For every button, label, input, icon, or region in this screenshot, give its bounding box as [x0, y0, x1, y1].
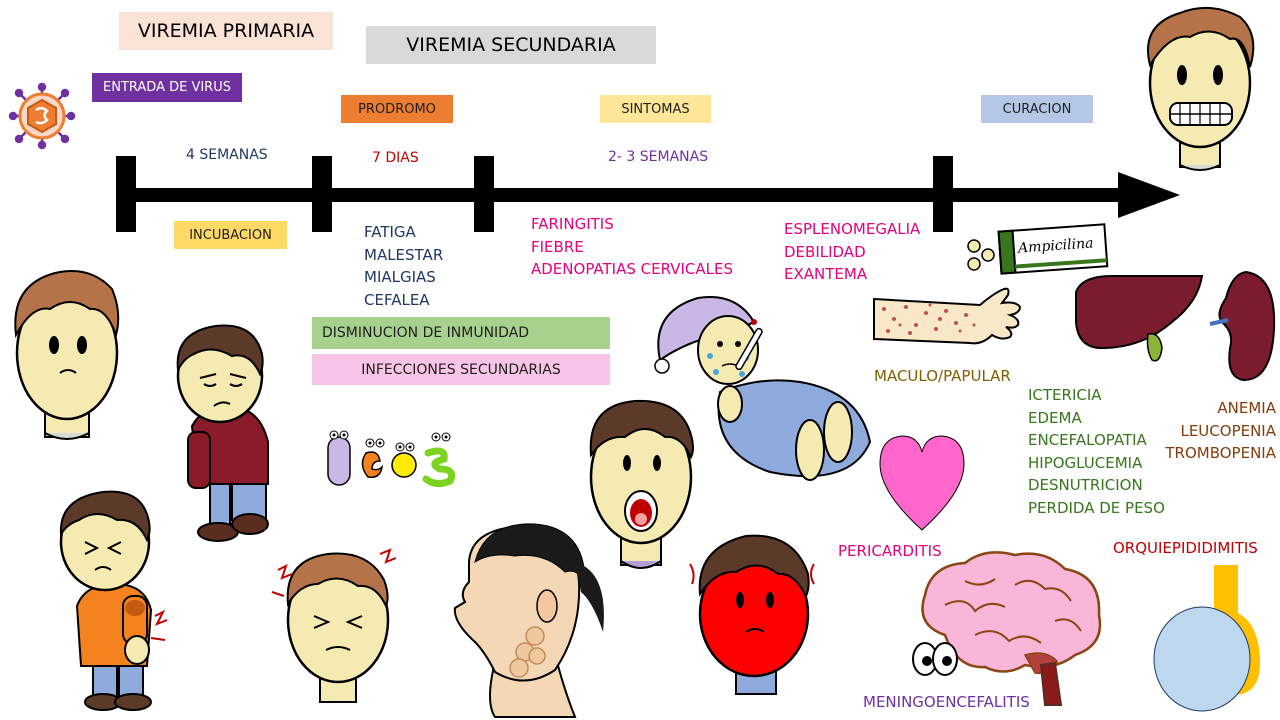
timeline-tick-prodromo-end — [474, 156, 494, 232]
complication-item: DESNUTRICION — [1028, 476, 1143, 494]
muscle-pain-person-illustration — [59, 490, 168, 711]
viremia-secundaria-text: VIREMIA SECUNDARIA — [406, 34, 616, 56]
incubacion-label: INCUBACION — [174, 221, 287, 249]
symptom-item: FATIGA — [364, 223, 416, 241]
viremia-secundaria-label: VIREMIA SECUNDARIA — [366, 26, 656, 64]
maculo-papular-label: MACULO/PAPULAR — [874, 367, 1011, 385]
infecciones-text: INFECCIONES SECUNDARIAS — [361, 361, 561, 378]
testicle-illustration — [1153, 565, 1260, 712]
symptom-item: ESPLENOMEGALIA — [784, 220, 921, 238]
incubacion-duration: 4 SEMANAS — [186, 147, 268, 163]
timeline-tick-start — [116, 156, 136, 232]
infecciones-secundarias-label: INFECCIONES SECUNDARIAS — [312, 354, 610, 385]
fever-person-illustration — [654, 296, 872, 481]
hepatic-complications-list: ICTERICIA EDEMA ENCEFALOPATIA HIPOGLUCEM… — [1028, 384, 1165, 519]
brain-illustration — [912, 551, 1102, 706]
symptom-item: CEFALEA — [364, 290, 430, 309]
ampicilina-medicine-icon — [967, 223, 1109, 275]
symptom-item: MIALGIAS — [364, 268, 436, 286]
complication-item: PERDIDA DE PESO — [1028, 498, 1165, 517]
symptom-item: ADENOPATIAS CERVICALES — [531, 260, 733, 278]
sintomas-duration: 2- 3 SEMANAS — [608, 149, 709, 165]
prodromo-symptom-list: FATIGA MALESTAR MIALGIAS CEFALEA — [364, 221, 443, 311]
sad-person-illustration — [14, 270, 120, 440]
timeline-line — [118, 188, 1128, 202]
headache-person-illustration — [271, 548, 397, 703]
viremia-primaria-text: VIREMIA PRIMARIA — [137, 20, 315, 42]
symptom-item: DEBILIDAD — [784, 242, 866, 261]
symptom-item: FIEBRE — [531, 237, 584, 256]
sintomas-text: SINTOMAS — [621, 101, 690, 117]
complication-item: HIPOGLUCEMIA — [1028, 453, 1143, 472]
virus-icon — [8, 82, 76, 150]
timeline-arrowhead — [1118, 172, 1180, 218]
rash-person-illustration — [689, 534, 815, 695]
prodromo-label: PRODROMO — [341, 95, 453, 123]
liver-illustration — [1075, 275, 1204, 362]
heart-illustration — [879, 435, 965, 531]
curacion-label: CURACION — [981, 95, 1093, 123]
tired-person-illustration — [176, 324, 269, 542]
spleen-illustration — [1209, 270, 1276, 382]
hematologic-complications-list: ANEMIA LEUCOPENIA TROMBOPENIA — [1165, 397, 1276, 465]
entrada-text: ENTRADA DE VIRUS — [103, 80, 231, 95]
timeline-tick-incubacion-end — [312, 156, 332, 232]
sintomas-list-1: FARINGITIS FIEBRE ADENOPATIAS CERVICALES — [531, 213, 733, 281]
complication-item: LEUCOPENIA — [1180, 421, 1276, 440]
viremia-primaria-label: VIREMIA PRIMARIA — [119, 12, 333, 50]
curacion-text: CURACION — [1002, 101, 1072, 117]
symptom-item: EXANTEMA — [784, 265, 868, 283]
disminucion-inmunidad-label: DISMINUCION DE INMUNIDAD — [312, 317, 610, 349]
sintomas-list-2: ESPLENOMEGALIA DEBILIDAD EXANTEMA — [784, 218, 920, 286]
symptom-item: FARINGITIS — [531, 215, 614, 233]
complication-item: TROMBOPENIA — [1165, 444, 1276, 462]
complication-item: ANEMIA — [1217, 399, 1276, 417]
bacteria-icons — [327, 430, 456, 488]
complication-item: EDEMA — [1028, 408, 1082, 427]
sintomas-label: SINTOMAS — [600, 95, 711, 123]
disminucion-text: DISMINUCION DE INMUNIDAD — [322, 325, 530, 341]
complication-item: ICTERICIA — [1028, 386, 1102, 404]
entrada-de-virus-label: ENTRADA DE VIRUS — [92, 73, 242, 102]
timeline-tick-sintomas-end — [933, 156, 953, 232]
prodromo-duration: 7 DIAS — [372, 150, 419, 166]
cervical-lymph-node-illustration — [453, 523, 604, 718]
incubacion-text: INCUBACION — [189, 227, 272, 243]
prodromo-text: PRODROMO — [358, 101, 436, 117]
pharyngitis-person-illustration — [589, 399, 694, 569]
maculopapular-rash-arm-illustration — [873, 287, 1022, 345]
symptom-item: MALESTAR — [364, 245, 444, 264]
pericarditis-label: PERICARDITIS — [838, 542, 942, 560]
recovered-person-illustration — [1147, 6, 1255, 171]
orquiepididimitis-label: ORQUIEPIDIDIMITIS — [1113, 539, 1258, 557]
complication-item: ENCEFALOPATIA — [1028, 431, 1147, 449]
meningoencefalitis-label: MENINGOENCEFALITIS — [863, 693, 1030, 711]
